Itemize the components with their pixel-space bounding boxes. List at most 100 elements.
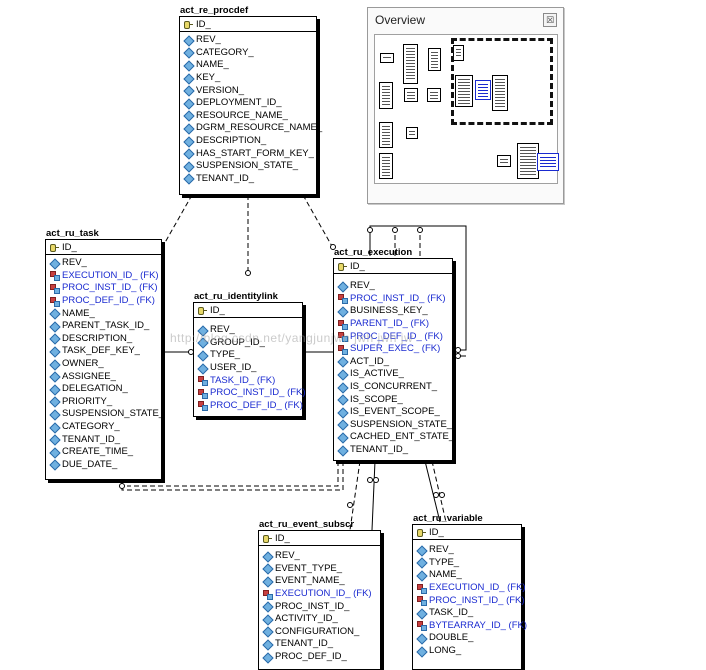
column-row[interactable]: SUSPENSION_STATE_	[334, 419, 452, 432]
column-row[interactable]: NAME_	[180, 59, 316, 72]
entity-act-ru-identitylink[interactable]: act_ru_identitylink ID_ REV_GROUP_ID_TYP…	[193, 291, 306, 417]
column-row[interactable]: REV_	[46, 257, 161, 270]
rel-procdef-execution	[302, 194, 334, 249]
column-row[interactable]: ACT_ID_	[334, 356, 452, 369]
column-row[interactable]: PROC_DEF_ID_ (FK)	[46, 295, 161, 308]
overview-viewport[interactable]	[451, 38, 553, 125]
column-name: DESCRIPTION_	[196, 135, 267, 147]
attribute-icon	[184, 137, 193, 146]
column-row[interactable]: VERSION_	[180, 84, 316, 97]
column-row[interactable]: CACHED_ENT_STATE_	[334, 431, 454, 444]
column-row[interactable]: TENANT_ID_	[180, 173, 316, 186]
column-row[interactable]: NAME_	[413, 569, 521, 582]
attribute-icon	[50, 360, 59, 369]
column-row[interactable]: IS_CONCURRENT_	[334, 381, 452, 394]
column-row[interactable]: NAME_	[46, 307, 161, 320]
column-name: ID_	[429, 526, 444, 538]
column-row[interactable]: REV_	[180, 34, 316, 47]
column-row[interactable]: TENANT_ID_	[46, 433, 161, 446]
column-row[interactable]: EXECUTION_ID_ (FK)	[259, 588, 380, 601]
column-row[interactable]: PARENT_ID_ (FK)	[334, 318, 452, 331]
column-row[interactable]: PROC_INST_ID_	[259, 600, 380, 613]
column-row[interactable]: PROC_INST_ID_ (FK)	[334, 293, 452, 306]
primary-key-row: ID_	[46, 240, 161, 255]
column-row[interactable]: OWNER_	[46, 358, 161, 371]
column-row[interactable]: TENANT_ID_	[334, 444, 452, 457]
overview-panel[interactable]: Overview ☒	[367, 7, 564, 204]
column-row[interactable]: CREATE_TIME_	[46, 446, 161, 459]
attribute-icon	[50, 385, 59, 394]
column-name: ACT_ID_	[350, 355, 390, 367]
column-row[interactable]: USER_ID_	[194, 362, 302, 375]
column-row[interactable]: DEPLOYMENT_ID_	[180, 97, 316, 110]
column-row[interactable]: HAS_START_FORM_KEY_	[180, 147, 316, 160]
column-name: ID_	[275, 532, 290, 544]
column-row[interactable]: BUSINESS_KEY_	[334, 305, 452, 318]
column-row[interactable]: DELEGATION_	[46, 383, 161, 396]
column-name: IS_ACTIVE_	[350, 368, 404, 380]
column-row[interactable]: DUE_DATE_	[46, 459, 161, 472]
column-name: TENANT_ID_	[196, 172, 255, 184]
column-row[interactable]: BYTEARRAY_ID_ (FK)	[413, 620, 527, 633]
column-row[interactable]: DESCRIPTION_	[180, 135, 316, 148]
column-row[interactable]: TASK_ID_ (FK)	[194, 374, 302, 387]
entity-act-ru-execution[interactable]: act_ru_execution ID_ REV_PROC_INST_ID_ (…	[333, 247, 454, 461]
column-row[interactable]: SUSPENSION_STATE_	[180, 160, 316, 173]
column-row[interactable]: PROC_DEF_ID_ (FK)	[334, 330, 452, 343]
foreign-key-icon	[338, 319, 348, 330]
column-row[interactable]: IS_ACTIVE_	[334, 368, 452, 381]
column-row[interactable]: REV_	[259, 550, 380, 563]
column-row[interactable]: KEY_	[180, 72, 316, 85]
column-row[interactable]: IS_SCOPE_	[334, 393, 452, 406]
column-row[interactable]: SUSPENSION_STATE_	[46, 408, 164, 421]
column-row[interactable]: REV_	[413, 544, 521, 557]
entity-act-re-procdef[interactable]: act_re_procdef ID_ REV_CATEGORY_NAME_KEY…	[179, 5, 322, 195]
column-row[interactable]: PROC_DEF_ID_	[259, 651, 380, 664]
column-row[interactable]: ACTIVITY_ID_	[259, 613, 380, 626]
column-row[interactable]: PROC_INST_ID_ (FK)	[413, 594, 525, 607]
column-row[interactable]: GROUP_ID_	[194, 337, 302, 350]
column-row[interactable]: EVENT_NAME_	[259, 575, 380, 588]
column-row[interactable]: CATEGORY_	[180, 47, 316, 60]
column-row[interactable]: DOUBLE_	[413, 632, 521, 645]
column-row[interactable]: EXECUTION_ID_ (FK)	[413, 582, 526, 595]
column-row[interactable]: REV_	[194, 324, 302, 337]
overview-map[interactable]	[374, 34, 559, 184]
column-name: ID_	[350, 260, 365, 272]
attribute-icon	[184, 74, 193, 83]
key-icon	[198, 306, 207, 315]
column-row[interactable]: REV_	[334, 280, 452, 293]
column-row[interactable]: TASK_DEF_KEY_	[46, 345, 161, 358]
column-row[interactable]: DESCRIPTION_	[46, 333, 161, 346]
entity-act-ru-variable[interactable]: act_ru_variable ID_ REV_TYPE_NAME_EXECUT…	[412, 513, 527, 670]
foreign-key-icon	[417, 621, 427, 632]
column-row[interactable]: CONFIGURATION_	[259, 626, 380, 639]
column-row[interactable]: PRIORITY_	[46, 396, 161, 409]
column-name: DESCRIPTION_	[62, 332, 133, 344]
column-name: EXECUTION_ID_ (FK)	[62, 269, 159, 281]
column-row[interactable]: EXECUTION_ID_ (FK)	[46, 270, 161, 283]
column-row[interactable]: TYPE_	[194, 349, 302, 362]
entity-act-ru-event-subscr[interactable]: act_ru_event_subscr ID_ REV_EVENT_TYPE_E…	[258, 519, 381, 670]
entity-title: act_re_procdef	[180, 5, 249, 16]
column-row[interactable]: TASK_ID_	[413, 607, 521, 620]
column-row[interactable]: SUPER_EXEC_ (FK)	[334, 343, 452, 356]
column-row[interactable]: PROC_DEF_ID_ (FK)	[194, 400, 303, 413]
column-row[interactable]: DGRM_RESOURCE_NAME_	[180, 122, 322, 135]
column-row[interactable]: TENANT_ID_	[259, 638, 380, 651]
column-row[interactable]: IS_EVENT_SCOPE_	[334, 406, 452, 419]
column-row[interactable]: LONG_	[413, 645, 521, 658]
column-name: PRIORITY_	[62, 395, 113, 407]
column-row[interactable]: PARENT_TASK_ID_	[46, 320, 161, 333]
close-icon[interactable]: ☒	[543, 13, 557, 27]
column-name: PROC_INST_ID_ (FK)	[62, 282, 158, 294]
column-row[interactable]: EVENT_TYPE_	[259, 563, 380, 576]
column-row[interactable]: PROC_INST_ID_ (FK)	[194, 387, 306, 400]
entity-act-ru-task[interactable]: act_ru_task ID_ REV_EXECUTION_ID_ (FK)PR…	[45, 228, 164, 480]
column-row[interactable]: ASSIGNEE_	[46, 370, 161, 383]
column-row[interactable]: CATEGORY_	[46, 421, 161, 434]
column-row[interactable]: RESOURCE_NAME_	[180, 110, 316, 123]
column-row[interactable]: TYPE_	[413, 557, 521, 570]
column-row[interactable]: PROC_INST_ID_ (FK)	[46, 282, 161, 295]
key-icon	[50, 243, 59, 252]
